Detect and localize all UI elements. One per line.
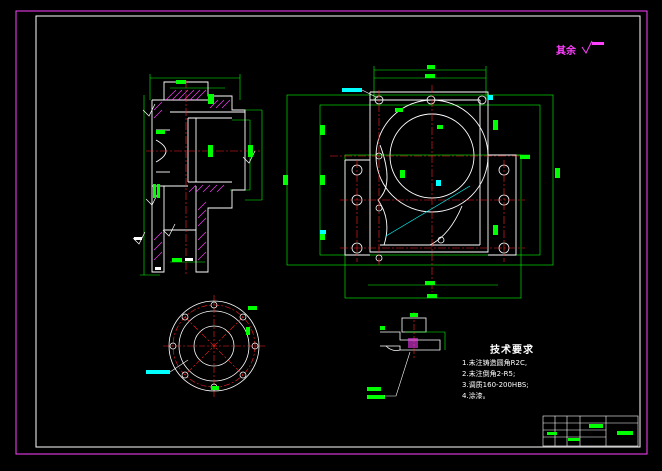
outer-frame	[15, 10, 648, 455]
plan-outline	[344, 91, 517, 256]
title-tag	[589, 424, 603, 428]
plan-tags	[283, 65, 560, 298]
plan-dimensions	[286, 66, 554, 299]
dimension-tag	[400, 170, 405, 178]
requirement-line: 4.涂漆。	[462, 392, 490, 400]
dimension-tag	[493, 225, 498, 235]
note-tag	[134, 237, 142, 240]
section-centerlines	[146, 80, 260, 276]
section-hatch	[153, 89, 231, 261]
dimension-tag	[208, 145, 213, 157]
dimension-tag	[157, 184, 160, 198]
dimension-tag	[172, 258, 182, 262]
leader-line	[361, 89, 379, 99]
note-tag	[185, 258, 193, 261]
dimension-tag	[427, 65, 435, 69]
leader-tag	[436, 180, 441, 186]
dimension-tag	[437, 125, 443, 129]
bolt-holes	[351, 95, 510, 262]
dimension-tag	[410, 313, 418, 317]
roughness-note: 其余	[556, 46, 576, 57]
leader-tag	[320, 230, 326, 234]
dimension-tag	[425, 74, 435, 78]
title-block	[542, 415, 639, 447]
dimension-tag	[520, 155, 530, 159]
surface-symbols	[132, 103, 256, 245]
dimension-tag	[427, 294, 437, 298]
technical-requirements-title: 技术要求	[490, 345, 534, 356]
plan-cyan-tags	[320, 88, 493, 234]
dimension-tag	[248, 306, 257, 310]
dimension-tag	[367, 395, 385, 399]
detail-hatch	[408, 338, 418, 348]
section-view	[132, 74, 263, 276]
dimension-tag	[156, 130, 165, 134]
leader-tag	[488, 95, 493, 100]
dimension-tag	[320, 175, 325, 185]
requirement-line: 2.未注倒角2-R5;	[462, 370, 516, 378]
dimension-tag	[425, 281, 435, 285]
dimension-tag	[176, 80, 186, 84]
dimension-tag	[283, 175, 288, 185]
dimension-tag	[493, 120, 498, 130]
dimension-tag	[320, 230, 325, 240]
plan-view	[283, 65, 560, 299]
dimension-tag	[555, 168, 560, 178]
title-tag	[547, 432, 557, 435]
section-notes	[134, 237, 193, 270]
dimension-tag	[367, 387, 381, 391]
requirement-line: 3.调质160-200HBS;	[462, 381, 529, 389]
flange-view	[146, 295, 265, 397]
detail-view	[367, 312, 446, 399]
section-tags	[153, 80, 253, 262]
dimension-tag	[153, 184, 156, 198]
leader-tag	[146, 370, 170, 374]
dimension-tag	[208, 94, 214, 104]
plan-leader	[385, 185, 471, 237]
roughness-symbol	[581, 40, 604, 54]
section-dimensions	[140, 74, 263, 276]
title-tag	[568, 438, 580, 441]
requirement-line: 1.未注铸造圆角R2C,	[462, 359, 528, 367]
leader-tag	[342, 88, 362, 92]
dimension-tag	[246, 327, 250, 335]
plan-centerlines	[330, 85, 530, 292]
dimension-tag	[380, 326, 385, 330]
note-tag	[155, 267, 161, 270]
dimension-tag	[248, 145, 253, 157]
dimension-tag	[211, 386, 219, 390]
section-outline	[151, 81, 246, 273]
title-tag	[617, 431, 633, 435]
dimension-tag	[395, 108, 403, 112]
dimension-tag	[320, 125, 325, 135]
